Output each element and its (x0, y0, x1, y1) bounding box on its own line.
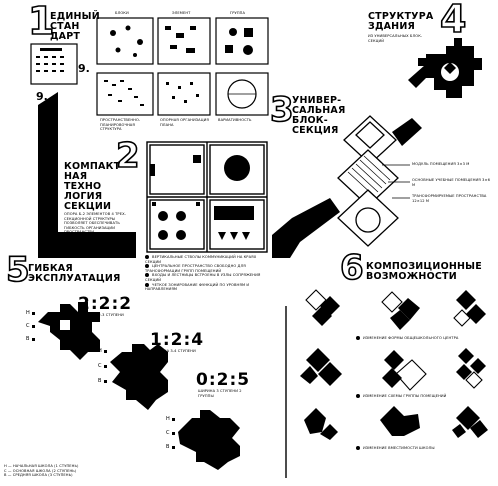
compact-note: ВХОДЫ И ЛЕСТНИЦЫ ВСТРОЕНЫ В УЗЛЫ СОПРЯЖЕ… (145, 273, 261, 282)
section-title-standard: ЕДИНЫЙ СТАН ДАРТ (50, 12, 100, 42)
grid-caption-2: ОПОРНАЯ ОРГАНИЗАЦИЯ ПЛАНА (160, 118, 210, 127)
step-letter: В (98, 378, 102, 384)
title-line: СТАН (50, 21, 80, 32)
flex-step-markers (32, 312, 175, 449)
section-title-universal: УНИВЕР- САЛЬНАЯ БЛОК- СЕКЦИЯ (292, 96, 345, 136)
title-line: ДАРТ (50, 31, 81, 42)
compact-description: ОПОРА Б-2 ЭЛЕМЕНТОВ 4 ТРЕХ- СЕКЦИОННОЙ С… (64, 212, 127, 235)
legend-item: В — СРЕДНЯЯ ШКОЛА (3 СТУПЕНЬ) (4, 473, 73, 478)
legend: Н — НАЧАЛЬНАЯ ШКОЛА (1 СТУПЕНЬ) С — ОСНО… (4, 464, 174, 478)
composition-row-1 (305, 289, 486, 330)
title-line: УНИВЕР- (292, 95, 342, 106)
flex-building-2 (110, 344, 168, 410)
top-grid-content (104, 25, 253, 106)
block-note-3: ТРАНСФОРМИРУЕМЫЕ ПРОСТРАНСТВА 12×12 М (412, 194, 487, 203)
composition-row-3 (304, 406, 488, 440)
block-note-2: ОСНОВНЫЕ УЧЕБНЫЕ ПОМЕЩЕНИЯ 3×6 М (412, 178, 491, 187)
compact-notes: ВЕРТИКАЛЬНЫЕ СТВОЛЫ КОММУНИКАЦИЙ НА КРАЯ… (145, 255, 273, 292)
step-letter: Н (26, 310, 30, 316)
step-letter: С (166, 430, 170, 436)
title-line: НАЯ (64, 171, 88, 182)
standard-fig-label-b: 9. (36, 90, 48, 103)
ratio-3-sub: ШИРИНА 3 СТУПЕНИ 2 ГРУППЫ (198, 389, 242, 398)
title-line: СЕКЦИИ (64, 201, 112, 212)
structure-subtitle: ИЗ УНИВЕРСАЛЬНЫХ БЛОК-СЕКЦИЙ (368, 34, 423, 43)
compact-note: ВЕРТИКАЛЬНЫЕ СТВОЛЫ КОММУНИКАЦИЙ НА КРАЯ… (145, 255, 257, 264)
structure-building (418, 38, 482, 98)
block-section-stripes (347, 155, 391, 197)
composition-note-1: ИЗМЕНЕНИЕ ФОРМЫ ОБЩЕШКОЛЬНОГО ЦЕНТРА (356, 336, 466, 341)
legend-item: С — ОСНОВНАЯ ШКОЛА (2 СТУПЕНЬ) (4, 468, 77, 473)
section-title-composition: КОМПОЗИЦИОННЫЕ ВОЗМОЖНОСТИ (366, 262, 482, 282)
title-line: КОМПАКТ (64, 161, 121, 172)
grid-header-group: ГРУППА (230, 11, 246, 15)
section-number-1: 1 (27, 0, 55, 43)
section-number-3: 3 (269, 90, 294, 130)
legend-item: Н — НАЧАЛЬНАЯ ШКОЛА (1 СТУПЕНЬ) (4, 464, 79, 468)
block-section-leaders (382, 164, 410, 199)
title-line: ТЕХНО (64, 181, 102, 192)
corridor-band-left (38, 92, 136, 258)
block-section-iso (337, 115, 399, 247)
title-line: САЛЬНАЯ (292, 105, 346, 116)
title-line: ГИБКАЯ (28, 263, 73, 274)
standard-fig-label-a: 9. (78, 62, 90, 75)
title-line: ЕДИНЫЙ (50, 11, 100, 22)
ratio-2: 1:2:4 (150, 330, 205, 350)
compact-note: ЦЕНТРАЛЬНОЕ ПРОСТРАНСТВО СВОБОДНО ДЛЯ ТР… (145, 264, 246, 273)
ratio-2-sub: ШИРИНА 3-4 СТУПЕНИ (152, 349, 196, 353)
section-plan-fill (150, 155, 254, 240)
section-number-5: 5 (5, 250, 30, 290)
standard-icon-box (30, 43, 78, 85)
composition-row-2 (300, 348, 486, 391)
ratio-1-sub: ШИРИНА 2-3 СТУПЕНИ (80, 313, 124, 317)
compact-note: ЧЕТКОЕ ЗОНИРОВАНИЕ ФУНКЦИЙ ПО УРОВНЯМ И … (145, 282, 250, 292)
step-letter: Н (98, 348, 102, 354)
block-note-1: МОДУЛЬ ПОМЕЩЕНИЯ 3×3 М (412, 162, 470, 166)
standard-icon-dots (36, 48, 64, 72)
step-letter: С (26, 323, 30, 329)
step-letter: В (166, 444, 170, 450)
title-line: СЕКЦИЯ (292, 125, 339, 136)
title-line: ЛОГИЯ (64, 191, 103, 202)
grid-header-blocks: БЛОКИ (115, 11, 129, 15)
step-letter: Н (166, 416, 170, 422)
ratio-3: 0:2:5 (196, 370, 251, 390)
section-title-compact: КОМПАКТ НАЯ ТЕХНО ЛОГИЯ СЕКЦИИ (64, 162, 120, 212)
section-number-6: 6 (339, 248, 364, 288)
step-letter: С (98, 363, 102, 369)
grid-header-element: ЭЛЕМЕНТ (172, 11, 191, 15)
title-line: ВОЗМОЖНОСТИ (366, 271, 457, 282)
section-title-flexible: ГИБКАЯ ЭКСПЛУАТАЦИЯ (28, 264, 121, 284)
title-line: ЗДАНИЯ (368, 21, 415, 32)
top-grid (96, 17, 269, 116)
corridor-band-upper (392, 118, 422, 146)
ratio-1: 2:2:2 (78, 294, 133, 314)
composition-note-2: ИЗМЕНЕНИЕ СХЕМЫ ГРУППЫ ПОМЕЩЕНИЙ (356, 394, 466, 399)
grid-caption-3: ВАРИАТИВНОСТЬ (218, 118, 252, 122)
flex-building-3 (178, 410, 240, 470)
title-line: КОМПОЗИЦИОННЫЕ (366, 261, 482, 272)
title-line: СТРУКТУРА (368, 11, 434, 22)
composition-note-3: ИЗМЕНЕНИЕ ВМЕСТИМОСТИ ШКОЛЫ (356, 446, 466, 451)
section-title-structure: СТРУКТУРА ЗДАНИЯ (368, 12, 433, 32)
corridor-band-middle (272, 198, 340, 258)
flex-building-1 (38, 302, 100, 360)
section-number-4: 4 (439, 0, 467, 41)
title-line: БЛОК- (292, 115, 328, 126)
grid-caption-1: ПРОСТРАНСТВЕННО-ПЛАНИРОВОЧНАЯ СТРУКТУРА (100, 118, 141, 132)
section-number-2: 2 (115, 136, 140, 176)
step-letter: В (26, 336, 30, 342)
title-line: ЭКСПЛУАТАЦИЯ (28, 273, 121, 284)
